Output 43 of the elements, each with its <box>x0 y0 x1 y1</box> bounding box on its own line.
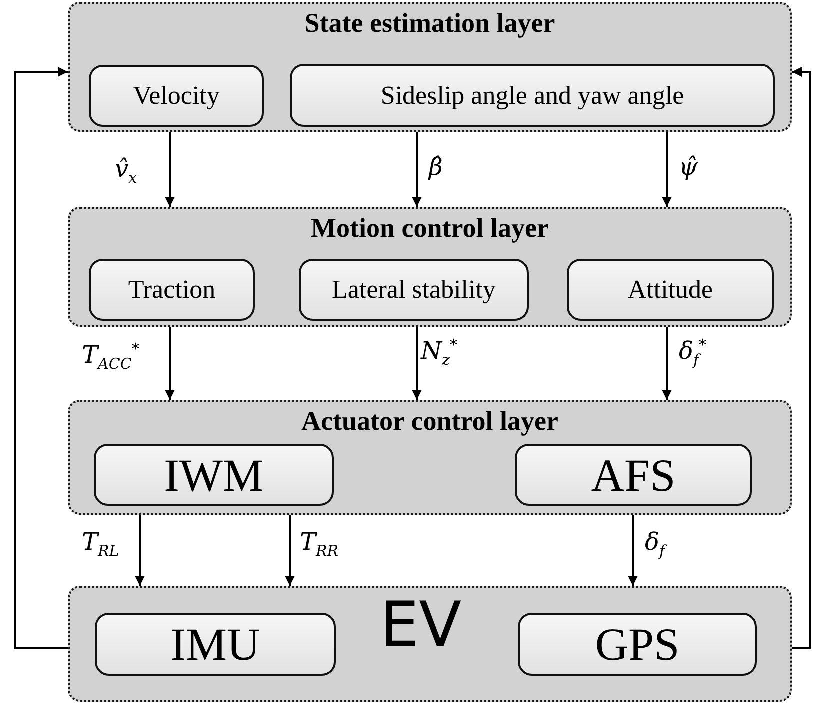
layer-panel <box>68 2 792 132</box>
edge-label: β̂ <box>429 155 443 179</box>
module-box <box>515 444 752 506</box>
vehicle-label: EV <box>380 588 462 661</box>
layer-panel <box>68 586 792 702</box>
module-box <box>299 259 529 321</box>
arrow <box>165 132 175 207</box>
module-box <box>95 613 336 676</box>
layer-title: Motion control layer <box>310 213 550 244</box>
arrow <box>135 515 145 586</box>
module-box <box>89 259 255 321</box>
arrow <box>165 327 175 400</box>
arrow <box>628 515 638 586</box>
layer-panel <box>68 207 792 327</box>
module-label: Velocity <box>133 81 220 111</box>
layer-title: State estimation layer <box>304 8 556 39</box>
module-label: GPS <box>595 618 680 671</box>
module-label: IWM <box>164 448 264 502</box>
module-label: Attitude <box>628 275 714 305</box>
module-box <box>290 64 775 127</box>
module-box <box>567 259 774 321</box>
arrow <box>412 132 422 207</box>
module-label: Lateral stability <box>332 275 496 305</box>
module-box <box>94 444 334 506</box>
arrow <box>662 132 672 207</box>
arrow <box>14 67 68 649</box>
arrow <box>792 67 811 649</box>
arrow <box>285 515 295 586</box>
edge-label: T$_{RL}$ <box>82 530 120 559</box>
edge-label: T$_{RR}$ <box>300 530 339 559</box>
module-label: Traction <box>128 275 216 305</box>
arrow <box>412 327 422 400</box>
layer-panel <box>68 400 792 515</box>
module-box <box>89 65 264 127</box>
module-label: IMU <box>170 618 260 671</box>
edge-label: ψ̂ <box>679 155 698 179</box>
module-label: AFS <box>591 448 676 502</box>
module-label: Sideslip angle and yaw angle <box>380 80 684 110</box>
edge-label: δ$_{f}$ <box>645 530 666 559</box>
layer-title: Actuator control layer <box>300 406 560 437</box>
arrow <box>662 327 672 400</box>
module-box <box>518 613 757 676</box>
edge-label: v̂$_{x}$ <box>115 157 138 186</box>
